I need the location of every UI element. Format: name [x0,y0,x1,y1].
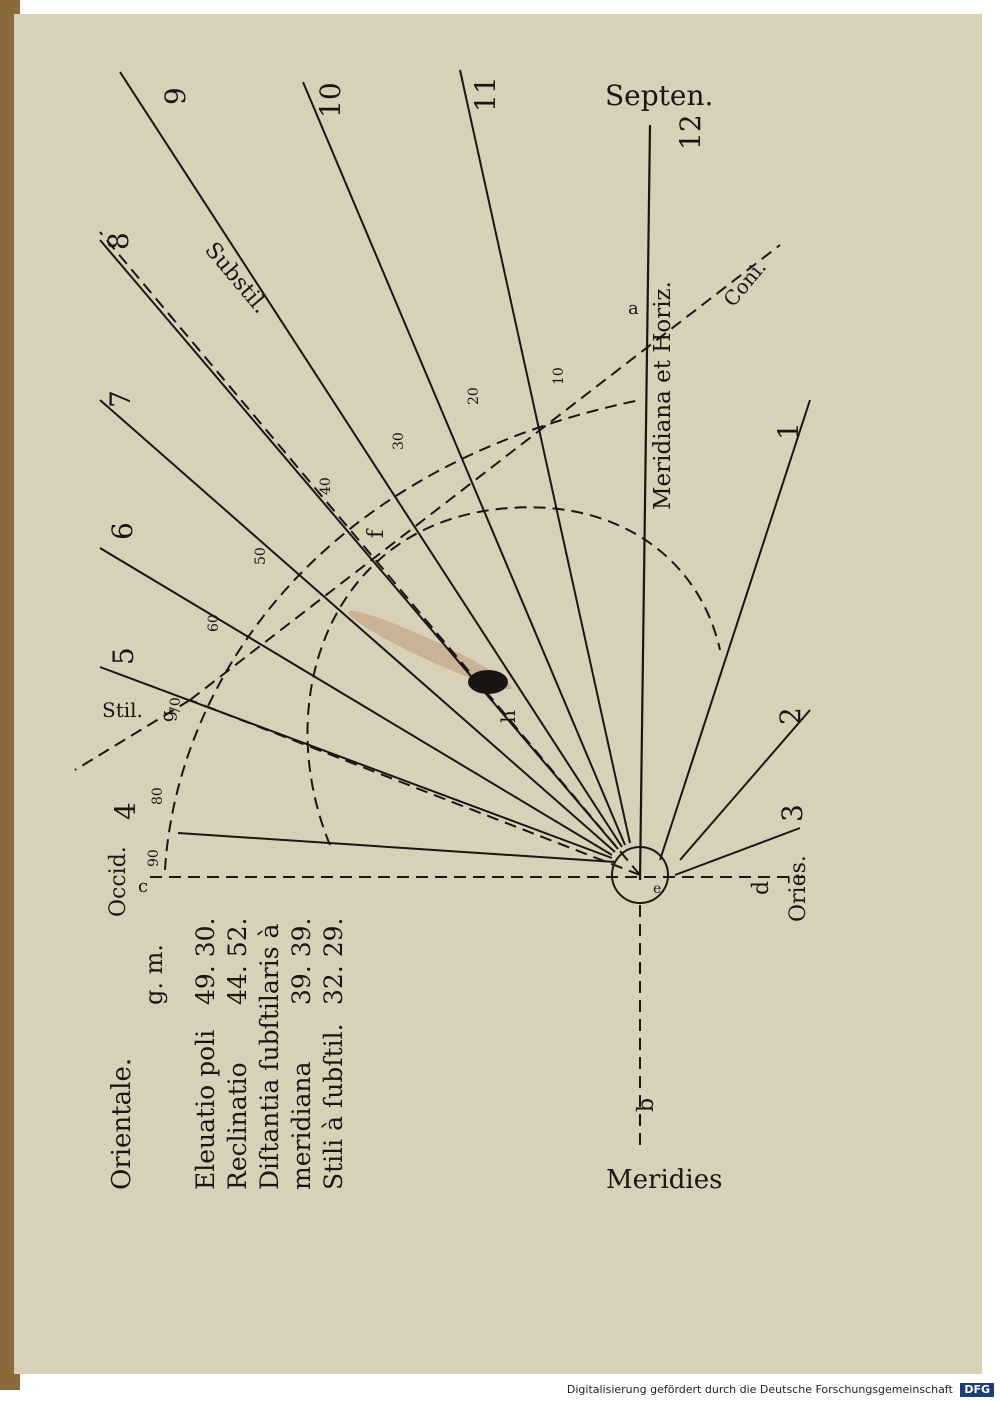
hour-numeral-6: 6 [106,522,139,540]
table-row-label: Diſtantia ſubſtilaris à [255,923,284,1190]
stil-extension-line [74,699,191,771]
scale-numeral-80: 80 [150,787,166,805]
hour-numeral-1: 1 [772,422,805,440]
scale-numerals-group: 10 20 30 40 50 60 70 80 90 [146,367,567,867]
point-e-label: e [653,881,661,897]
ories-label: Oriēs. [786,855,811,922]
hour-line-8 [99,239,619,850]
point-h-label: h [496,710,520,723]
hour-line-7 [99,399,616,853]
point-f-label: f [364,528,389,538]
gnomon-base-circle [611,846,669,904]
coni-label: Coni. [718,255,770,311]
table-title: Orientale. [107,1058,137,1190]
hour-line-3 [674,827,801,876]
hour-numeral-4: 4 [109,802,142,820]
scale-numeral-90: 90 [146,849,162,867]
hour-lines-group [99,69,811,876]
digitization-footer: Digitalisierung gefördert durch die Deut… [0,1379,1000,1401]
hour-line-2 [679,709,811,861]
ink-blot [468,670,508,694]
hour-line-4 [177,832,616,863]
hour-numeral-10: 10 [314,82,347,118]
point-d-label: d [749,881,774,895]
hour-line-5 [99,666,613,859]
table-row-label: meridiana [287,1062,316,1190]
meridian-line [638,124,652,881]
table-units: g. m. [140,944,168,1005]
footer-text: Digitalisierung gefördert durch die Deut… [566,1383,953,1396]
hour-numeral-9: 9 [159,87,192,105]
table-row-values: 44. 52. [223,918,252,1005]
hour-line-1 [659,399,811,861]
table-row-values: 49. 30. [191,918,220,1005]
large-degree-arc [164,399,641,871]
meridies-label: Meridies [606,1165,722,1195]
scale-numeral-60: 60 [206,614,222,632]
hour-numeral-2: 2 [774,707,807,725]
table-row-label: Eleuatio poli [191,1030,220,1190]
table-row-label: Reclinatio [223,1062,252,1190]
hour-numeral-5: 5 [107,647,140,665]
point-a-label: a [628,298,639,319]
meridiana-horiz-label: Meridiana et Horiz. [650,281,676,510]
scale-numeral-20: 20 [466,387,482,405]
hour-line-10 [302,81,626,846]
stil-line [189,699,641,876]
point-b-label: b [634,1098,659,1112]
occid-label: Occid. [106,846,131,917]
table-row-values: 32. 29. [319,918,348,1005]
scale-numeral-40: 40 [318,477,334,495]
septen-label: Septen. [605,79,713,112]
paper-stain [348,610,512,690]
coni-line [189,244,781,701]
hour-numeral-7: 7 [104,390,137,408]
stil-label: Stil. [102,698,143,722]
scale-numeral-50: 50 [253,547,269,565]
hour-line-11 [459,69,631,844]
hour-numeral-3: 3 [776,804,809,822]
hour-numeral-8: 8 [102,232,135,250]
scale-numeral-10: 10 [551,367,567,385]
substil-line [99,231,641,876]
hour-line-6 [99,547,613,856]
dfg-logo: DFG [960,1383,994,1397]
data-table: Orientale. g. m. Eleuatio poli 49. 30. R… [107,918,348,1190]
point-c-label: c [138,876,148,897]
hour-numeral-11: 11 [469,76,502,112]
table-row-values: 39. 39. [287,918,316,1005]
scale-numeral-30: 30 [391,432,407,450]
point-g-label: g [157,710,178,722]
hour-line-9 [119,71,623,848]
table-row-label: Stili à ſubſtil. [319,1023,348,1190]
small-arc [306,506,721,846]
hour-numeral-12: 12 [674,114,707,150]
scale-numeral-70: 70 [168,697,184,715]
